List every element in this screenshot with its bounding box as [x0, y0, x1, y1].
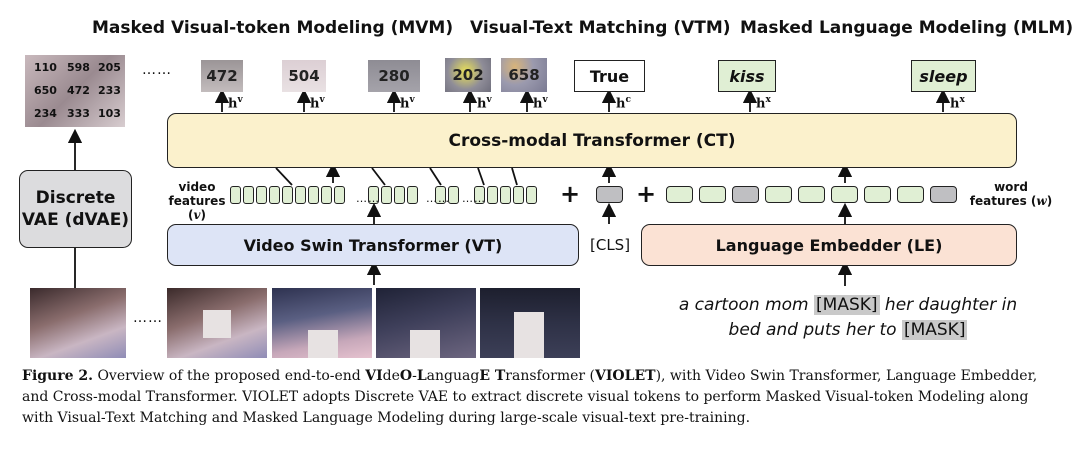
video-feature-token — [394, 186, 405, 204]
visual-token-output: 504 — [282, 60, 326, 92]
word-features-label: word features (w) — [969, 180, 1053, 208]
word-feature-token — [831, 186, 858, 203]
video-frame — [480, 288, 580, 358]
h-word-label: hx — [950, 95, 965, 112]
video-feature-token — [269, 186, 280, 204]
video-feature-token — [500, 186, 511, 204]
masked-patch — [203, 310, 231, 338]
grid-number: 233 — [98, 84, 121, 97]
video-frame — [167, 288, 267, 358]
ellipsis: …… — [356, 192, 380, 205]
h-cls-label: hc — [616, 95, 631, 112]
video-feature-token — [381, 186, 392, 204]
ellipsis: …… — [142, 62, 172, 78]
mvm-title: Masked Visual-token Modeling (MVM) — [92, 18, 454, 38]
token-grid-image: 110 598 205 650 472 233 234 333 103 — [25, 55, 125, 127]
masked-patch — [308, 330, 338, 358]
plus-sign: + — [636, 180, 657, 208]
grid-number: 205 — [98, 61, 121, 74]
video-swin-transformer-box: Video Swin Transformer (VT) — [167, 224, 579, 266]
word-feature-token — [699, 186, 726, 203]
word-feature-token — [897, 186, 924, 203]
ellipsis: …… — [462, 192, 486, 205]
video-feature-token — [243, 186, 254, 204]
h-visual-label: hv — [533, 95, 548, 112]
grid-number: 110 — [34, 61, 57, 74]
h-visual-label: hv — [228, 95, 243, 112]
visual-token-output: 202 — [445, 58, 491, 92]
ellipsis: …… — [133, 310, 163, 326]
cls-feature-token — [596, 186, 623, 203]
video-feature-token — [513, 186, 524, 204]
video-feature-token — [448, 186, 459, 204]
video-feature-token — [334, 186, 345, 204]
mlm-output-sleep: sleep — [911, 60, 976, 92]
grid-number: 234 — [34, 107, 57, 120]
cross-modal-transformer-box: Cross-modal Transformer (CT) — [167, 113, 1017, 168]
vtm-title: Visual-Text Matching (VTM) — [470, 18, 731, 38]
figure-caption: Figure 2. Overview of the proposed end-t… — [22, 368, 1038, 426]
video-frame — [30, 288, 126, 358]
video-frame — [376, 288, 476, 358]
video-frame — [272, 288, 372, 358]
video-feature-token — [321, 186, 332, 204]
visual-token-output: 658 — [501, 58, 547, 92]
video-feature-token — [230, 186, 241, 204]
video-feature-token — [407, 186, 418, 204]
video-feature-token — [526, 186, 537, 204]
h-word-label: hx — [756, 95, 771, 112]
masked-word-feature-token — [732, 186, 759, 203]
grid-number: 333 — [67, 107, 90, 120]
video-feature-token — [435, 186, 446, 204]
input-text: a cartoon mom [MASK] her daughter in bed… — [678, 295, 1018, 340]
video-feature-token — [368, 186, 379, 204]
mask-token: [MASK] — [901, 320, 968, 340]
word-feature-token — [864, 186, 891, 203]
vtm-output-true: True — [574, 60, 645, 92]
plus-sign: + — [560, 180, 581, 208]
grid-number: 103 — [98, 107, 121, 120]
mlm-output-kiss: kiss — [718, 60, 776, 92]
masked-word-feature-token — [930, 186, 957, 203]
cls-label: [CLS] — [590, 236, 631, 254]
masked-patch — [514, 312, 544, 358]
language-embedder-box: Language Embedder (LE) — [641, 224, 1017, 266]
video-feature-token — [308, 186, 319, 204]
word-feature-token — [798, 186, 825, 203]
mlm-title: Masked Language Modeling (MLM) — [740, 18, 1074, 38]
grid-number: 650 — [34, 84, 57, 97]
dvae-line2: VAE (dVAE) — [21, 210, 130, 230]
dvae-box: Discrete VAE (dVAE) — [19, 170, 132, 248]
masked-patch — [410, 330, 440, 358]
dvae-line1: Discrete — [35, 188, 116, 208]
video-feature-token — [282, 186, 293, 204]
video-feature-token — [487, 186, 498, 204]
grid-number: 472 — [67, 84, 90, 97]
word-feature-token — [765, 186, 792, 203]
video-feature-token — [295, 186, 306, 204]
h-visual-label: hv — [400, 95, 415, 112]
ellipsis: …… — [426, 192, 450, 205]
h-visual-label: hv — [310, 95, 325, 112]
mask-token: [MASK] — [814, 295, 880, 315]
video-feature-token — [256, 186, 267, 204]
visual-token-output: 472 — [201, 60, 243, 92]
grid-number: 598 — [67, 61, 90, 74]
word-feature-token — [666, 186, 693, 203]
h-visual-label: hv — [477, 95, 492, 112]
video-feature-token — [474, 186, 485, 204]
visual-token-output: 280 — [368, 60, 420, 92]
video-features-label: video features (v) — [168, 180, 226, 222]
